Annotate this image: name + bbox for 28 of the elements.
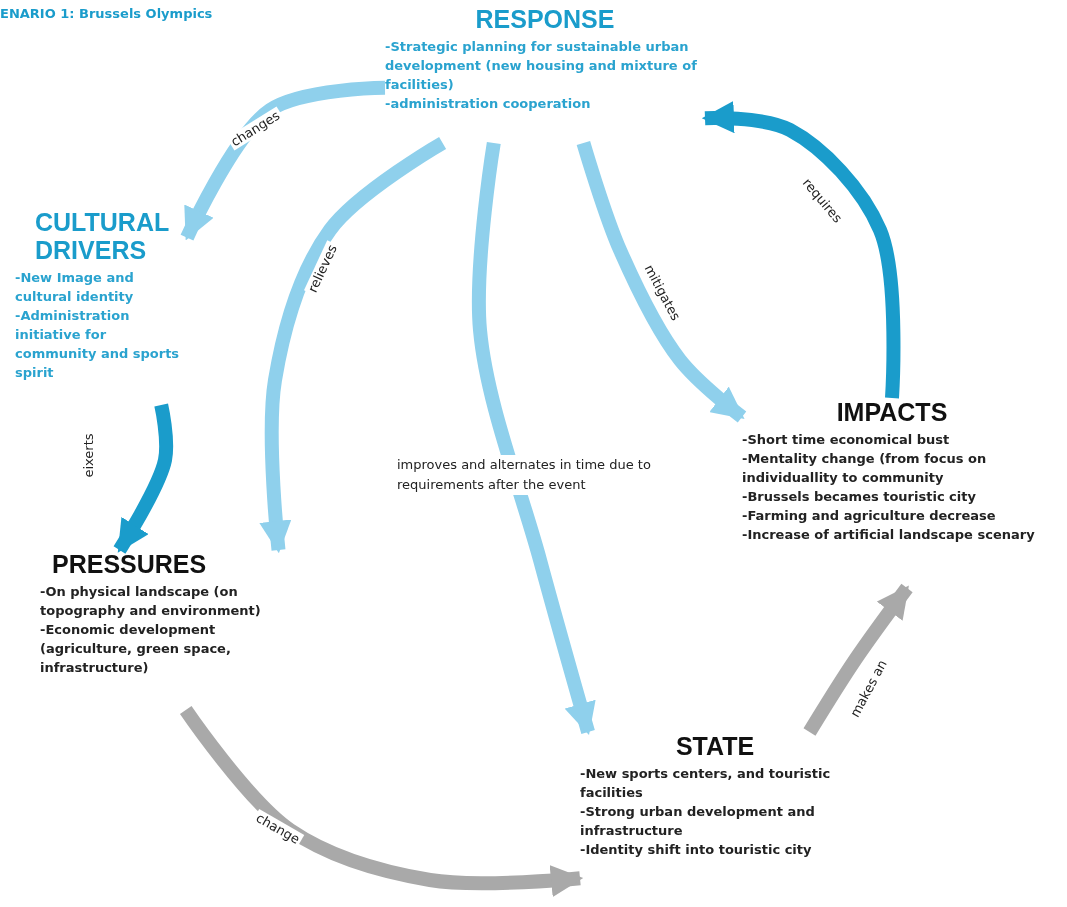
- arrow: [803, 583, 913, 736]
- arrow: [701, 101, 901, 399]
- diagram-title: ENARIO 1: Brussels Olympics: [0, 6, 213, 21]
- node-text: -Brussels becames touristic city: [742, 488, 977, 506]
- node-text: -New Image and cultural identity: [15, 269, 135, 306]
- arrow: [180, 706, 584, 897]
- node-text: -Mentality change (from focus on individuallity to community: [742, 450, 988, 487]
- node-heading: IMPACTS: [835, 398, 949, 426]
- node-text: -On physical landscape (on topography and environment): [40, 583, 262, 620]
- node-text: -Strategic planning for sustainable urban development (new housing and mixture of facilities): [385, 38, 698, 94]
- node-text: -New sports centers, and touristic facilities: [580, 765, 832, 802]
- node-text: -administration cooperation: [385, 95, 592, 113]
- node-heading: STATE: [674, 732, 756, 760]
- node-text: -Farming and agriculture decrease: [742, 507, 997, 525]
- arrow: [113, 403, 174, 554]
- node-text: -Administration initiative for community and sports spirit: [15, 307, 181, 382]
- node-text: -Identity shift into touristic city: [580, 841, 813, 859]
- node-text: -Strong urban development and infrastructure: [580, 803, 816, 840]
- arrow: [180, 80, 386, 241]
- node-heading: RESPONSE: [474, 5, 616, 33]
- node-text: -Economic development (agriculture, green space, infrastructure): [40, 621, 232, 677]
- node-text: -Increase of artificial landscape scenary: [742, 526, 1036, 544]
- node-text: -Short time economical bust: [742, 431, 951, 449]
- node-heading: CULTURAL DRIVERS: [34, 208, 170, 264]
- arrow: [259, 136, 447, 554]
- arrow: [576, 141, 747, 423]
- arrow: [471, 141, 596, 736]
- node-heading: PRESSURES: [51, 550, 208, 578]
